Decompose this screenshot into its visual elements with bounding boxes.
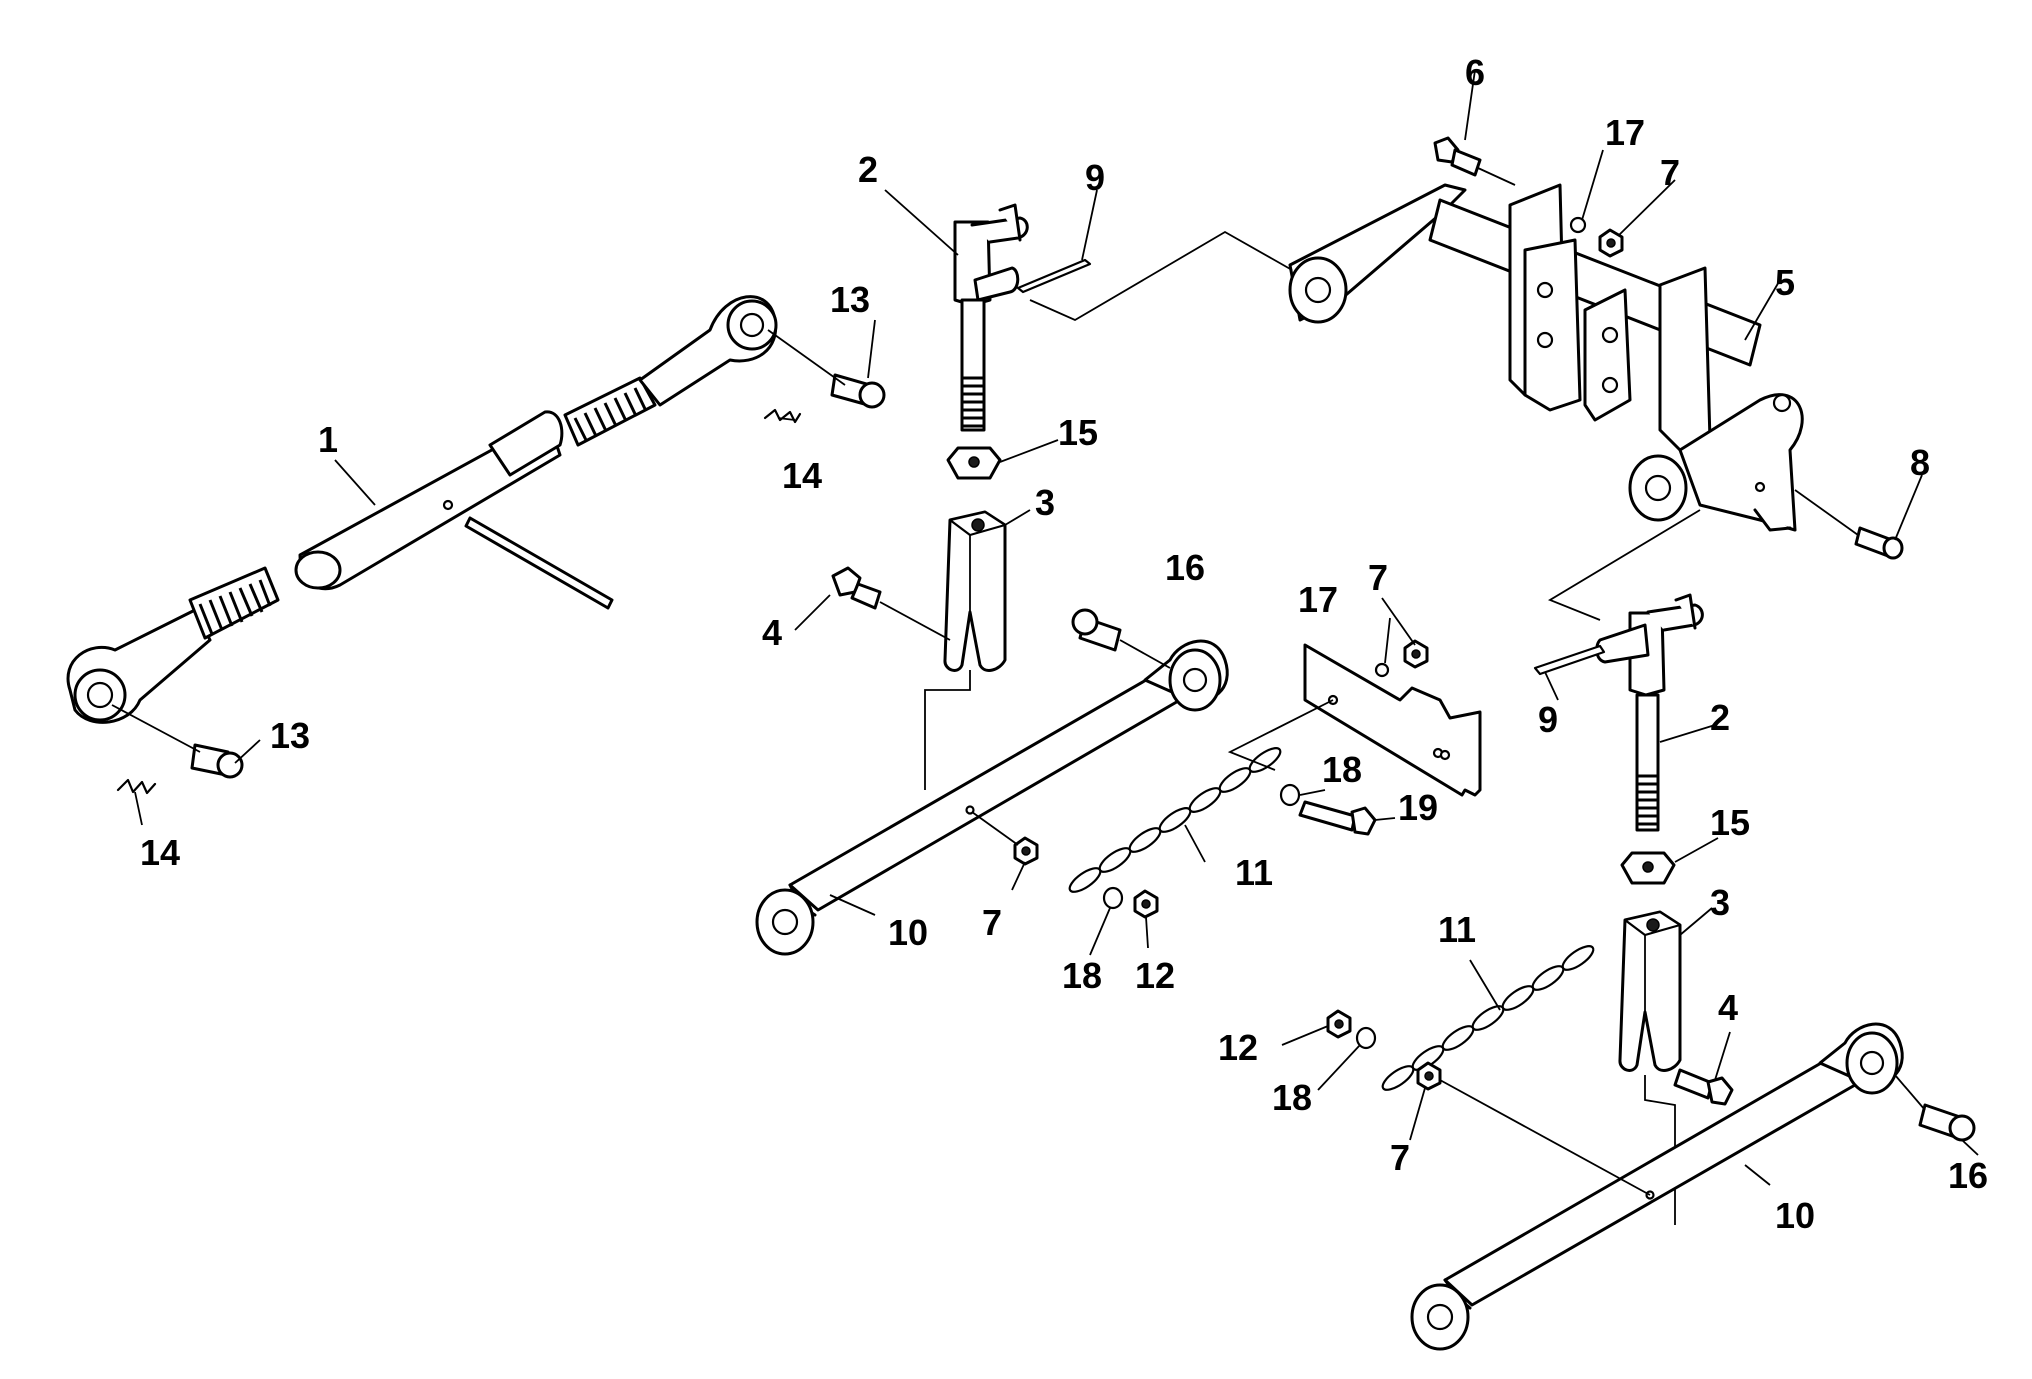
callout-9-left: 9 xyxy=(1085,157,1105,198)
callout-7-right-chain: 7 xyxy=(1390,1137,1410,1178)
left-lower-pin-16 xyxy=(1071,608,1171,669)
callout-16-left: 16 xyxy=(1165,547,1205,588)
left-clevis-link-leader xyxy=(924,670,971,790)
top-link-right-end xyxy=(563,295,778,447)
right-chain-nut-12 xyxy=(1326,1009,1352,1039)
frame-washer-17 xyxy=(1569,216,1587,234)
callout-4-left: 4 xyxy=(762,612,782,653)
left-check-chain-11 xyxy=(1068,747,1282,893)
bracket-washer-17 xyxy=(1374,662,1390,678)
right-jam-nut-15 xyxy=(1620,851,1676,885)
frame-right-rod-leader xyxy=(1547,509,1701,621)
right-lift-rod-2 xyxy=(1595,593,1704,832)
callout-7-left-chain: 7 xyxy=(982,902,1002,943)
callout-18-upper: 18 xyxy=(1322,749,1362,790)
bracket-leader xyxy=(1227,699,1334,771)
chain-bolt-19 xyxy=(1298,800,1377,836)
frame-nut-7 xyxy=(1598,228,1624,258)
left-jam-nut-15 xyxy=(946,446,1002,480)
cross-shaft-frame-5 xyxy=(1288,183,1804,532)
left-chain-nut-12 xyxy=(1133,889,1159,919)
left-lift-rod-2 xyxy=(953,203,1029,432)
callout-leaders xyxy=(134,69,1979,1186)
callout-7-bracket: 7 xyxy=(1368,557,1388,598)
callout-12-right: 12 xyxy=(1218,1027,1258,1068)
bracket-nut-7 xyxy=(1403,639,1429,669)
right-chain-nut-7 xyxy=(1416,1061,1442,1091)
callout-17-frame: 17 xyxy=(1605,112,1645,153)
left-cotter-pin-9 xyxy=(1016,258,1092,294)
left-bolt-4 xyxy=(831,566,882,610)
callout-12-left: 12 xyxy=(1135,955,1175,996)
callout-8: 8 xyxy=(1910,442,1930,483)
left-lower-link-10 xyxy=(755,639,1229,956)
callout-numbers: 1 2 2 3 3 4 4 5 6 7 7 7 7 8 9 9 10 10 11… xyxy=(140,52,1988,1236)
callout-15-right: 15 xyxy=(1710,802,1750,843)
right-bolt-4 xyxy=(1673,1068,1734,1106)
stabilizer-bracket xyxy=(1303,643,1482,797)
callout-9-right: 9 xyxy=(1538,699,1558,740)
right-check-chain-11 xyxy=(1381,945,1595,1091)
callout-19: 19 xyxy=(1398,787,1438,828)
callout-17-bracket: 17 xyxy=(1298,579,1338,620)
upper-chain-washer-18 xyxy=(1279,783,1301,807)
callout-13-upper: 13 xyxy=(830,279,870,320)
callout-11-left: 11 xyxy=(1235,852,1273,893)
callout-3-right: 3 xyxy=(1710,882,1730,923)
top-link-handle-rod xyxy=(464,516,614,610)
top-link-body-tube xyxy=(294,410,564,591)
upper-pin-13 xyxy=(830,373,886,409)
callout-16-right: 16 xyxy=(1948,1155,1988,1196)
left-clevis-3 xyxy=(943,510,1007,672)
callout-5: 5 xyxy=(1775,262,1795,303)
frame-pin-leader xyxy=(1794,489,1859,536)
callout-2-left: 2 xyxy=(858,149,878,190)
right-lower-pin-16 xyxy=(1894,1074,1976,1142)
callout-10-right: 10 xyxy=(1775,1195,1815,1236)
callout-6: 6 xyxy=(1465,52,1485,93)
callout-14-upper: 14 xyxy=(782,455,822,496)
callout-13-lower: 13 xyxy=(270,715,310,756)
frame-bolt-leader xyxy=(1477,167,1516,186)
right-chain-nut-leader xyxy=(1439,1079,1651,1196)
frame-bolt-6 xyxy=(1433,136,1482,177)
callout-10-left: 10 xyxy=(888,912,928,953)
callout-11-right: 11 xyxy=(1438,909,1476,950)
top-link-assembly xyxy=(66,295,778,724)
left-chain-nut-leader xyxy=(971,811,1019,846)
callout-14-lower: 14 xyxy=(140,832,180,873)
left-chain-nut-7 xyxy=(1013,836,1039,866)
callout-1: 1 xyxy=(318,419,338,460)
upper-lynch-pin-14 xyxy=(763,408,802,424)
callout-2-right: 2 xyxy=(1710,697,1730,738)
lower-lynch-pin-14 xyxy=(116,778,157,795)
callout-18-right: 18 xyxy=(1272,1077,1312,1118)
lower-pin-leader xyxy=(111,704,201,753)
right-clevis-3 xyxy=(1618,910,1682,1072)
top-link-left-end xyxy=(66,566,280,724)
frame-pin-8 xyxy=(1854,526,1904,560)
left-chain-washer-18 xyxy=(1102,886,1124,910)
right-chain-washer-18 xyxy=(1355,1026,1377,1050)
left-bolt-leader xyxy=(879,601,951,641)
right-lower-link-10 xyxy=(1410,1022,1904,1351)
callout-7-frame: 7 xyxy=(1660,152,1680,193)
lower-pin-13 xyxy=(190,743,244,779)
callout-18-left: 18 xyxy=(1062,955,1102,996)
callout-3-left: 3 xyxy=(1035,482,1055,523)
right-cotter-pin-9 xyxy=(1533,644,1606,676)
callout-15-left: 15 xyxy=(1058,412,1098,453)
left-rod-frame-leader xyxy=(1029,230,1293,322)
upper-pin-leader xyxy=(767,329,846,386)
callout-4-right: 4 xyxy=(1718,987,1738,1028)
